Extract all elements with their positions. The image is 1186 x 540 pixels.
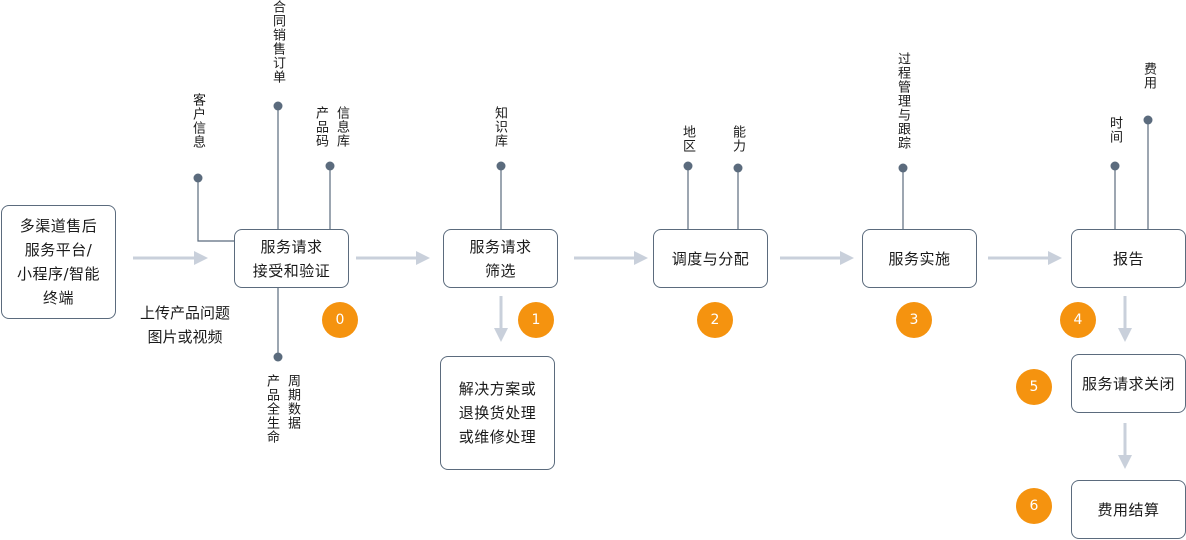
dot-region — [683, 161, 693, 171]
dot-lifecycle — [273, 352, 283, 362]
label-cost: 费用 — [1141, 62, 1156, 90]
label-capability: 能力 — [730, 125, 745, 153]
dot-cost — [1143, 115, 1153, 125]
node-dispatch: 调度与分配 — [653, 229, 768, 288]
label-upload: 上传产品问题 图片或视频 — [139, 304, 230, 346]
node-receive: 服务请求 接受和验证 — [234, 229, 349, 288]
stem-customer-info — [197, 178, 234, 242]
step-badge-6: 6 — [1016, 488, 1052, 524]
dot-process — [898, 163, 908, 173]
arrow-1 — [194, 251, 208, 265]
step-badge-4: 4 — [1060, 302, 1096, 338]
arrow-down-settle — [1118, 455, 1132, 469]
dot-time — [1110, 161, 1120, 171]
node-channels: 多渠道售后 服务平台/ 小程序/智能 终端 — [1, 205, 116, 319]
step-badge-0: 0 — [322, 302, 358, 338]
label-info-lib: 信息库 — [334, 106, 349, 148]
dot-contract — [273, 101, 283, 111]
arrow-4 — [840, 251, 854, 265]
step-badge-2: 2 — [697, 302, 733, 338]
arrow-3 — [634, 251, 648, 265]
label-region: 地区 — [680, 125, 695, 153]
arrow-down-solution — [494, 328, 508, 342]
node-implement: 服务实施 — [862, 229, 977, 288]
step-badge-1: 1 — [518, 302, 554, 338]
dot-product-code — [325, 161, 335, 171]
node-solution: 解决方案或 退换货处理 或维修处理 — [440, 356, 555, 470]
label-time: 时间 — [1107, 116, 1122, 144]
dot-capability — [733, 163, 743, 173]
node-report: 报告 — [1071, 229, 1186, 288]
dot-customer-info — [193, 173, 203, 183]
label-contract: 合同销售订单 — [270, 0, 285, 84]
node-settle: 费用结算 — [1071, 480, 1186, 539]
arrow-2 — [416, 251, 430, 265]
label-lifecycle: 产品全生命 — [264, 374, 279, 444]
dot-knowledge — [496, 161, 506, 171]
label-customer-info: 客户信息 — [190, 93, 205, 149]
node-close: 服务请求关闭 — [1071, 354, 1186, 413]
step-badge-5: 5 — [1016, 369, 1052, 405]
arrow-5 — [1048, 251, 1062, 265]
node-screen: 服务请求 筛选 — [443, 229, 558, 288]
step-badge-3: 3 — [896, 302, 932, 338]
label-process: 过程管理与跟踪 — [895, 52, 910, 150]
label-knowledge: 知识库 — [492, 106, 507, 148]
arrow-down-close — [1118, 328, 1132, 342]
label-lifecycle-data: 周期数据 — [285, 374, 300, 430]
label-product-code: 产品码 — [313, 106, 328, 148]
